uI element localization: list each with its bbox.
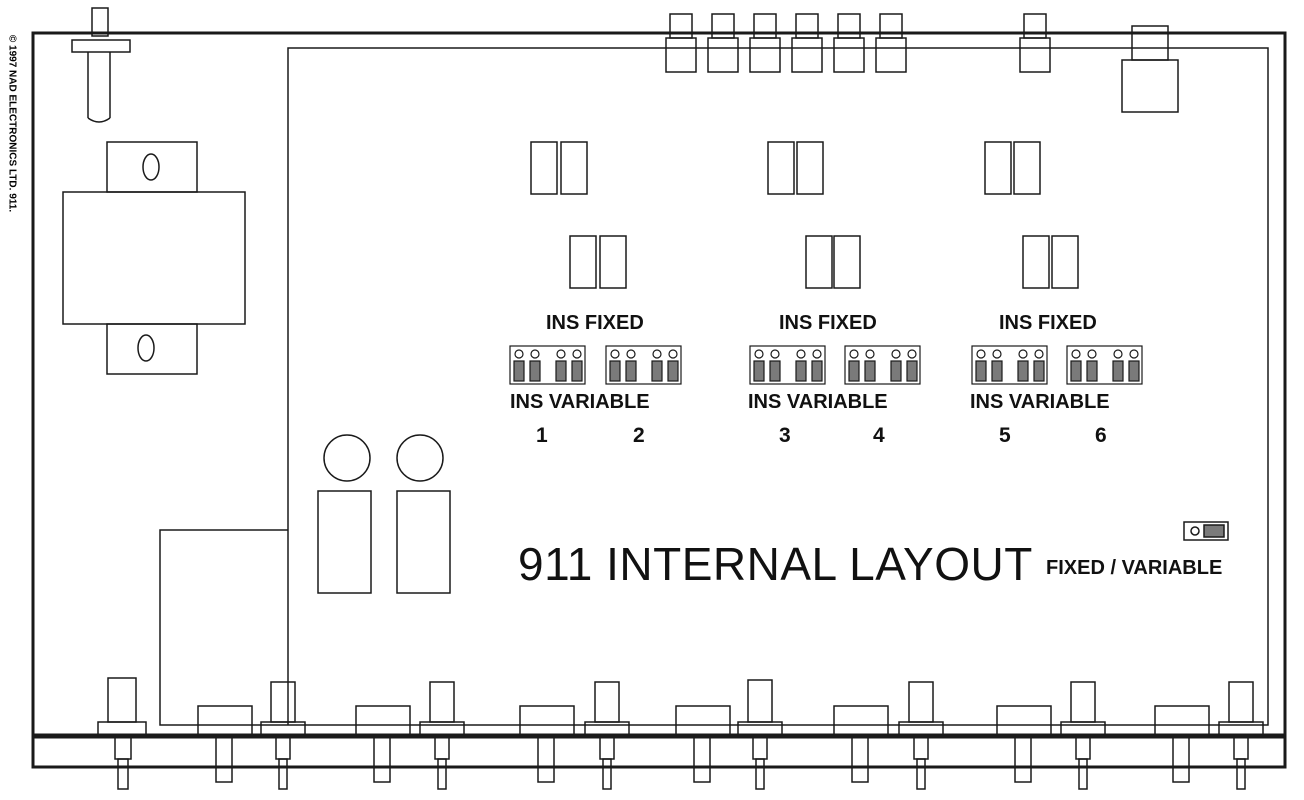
power-switch <box>97 677 147 790</box>
group-2-bottom-label: INS VARIABLE <box>748 391 888 413</box>
pcb-outline <box>159 47 1269 726</box>
group-1-top-label: INS FIXED <box>546 312 644 334</box>
transformer <box>62 141 246 375</box>
group-2-top-label: INS FIXED <box>779 312 877 334</box>
copyright-text: © 1997 NAD ELECTRONICS LTD. 911. <box>6 34 18 213</box>
relays <box>530 141 1079 289</box>
power-cord <box>71 7 131 123</box>
pot-2 <box>355 705 411 783</box>
jumper-block-6 <box>1066 345 1143 385</box>
jumper-block-2 <box>605 345 682 385</box>
group-3-top-label: INS FIXED <box>999 312 1097 334</box>
channel-6-number: 6 <box>1095 424 1107 447</box>
fixed-variable-switch <box>1183 521 1229 541</box>
channel-4-number: 4 <box>873 424 885 447</box>
jumper-block-1 <box>509 345 586 385</box>
group-1-bottom-label: INS VARIABLE <box>510 391 650 413</box>
pot-5 <box>833 705 889 783</box>
channel-1-number: 1 <box>536 424 548 447</box>
group-3-bottom-label: INS VARIABLE <box>970 391 1110 413</box>
front-panel <box>31 735 1287 769</box>
jumper-block-5 <box>971 345 1048 385</box>
channel-2-number: 2 <box>633 424 645 447</box>
pot-shaft-1 <box>260 681 306 790</box>
fuse-holder <box>1121 25 1179 113</box>
chassis-outline <box>31 31 1287 737</box>
capacitors <box>317 434 451 594</box>
pot-shaft-6 <box>1060 681 1106 790</box>
jumper-blocks <box>509 345 1143 385</box>
rear-jacks <box>665 13 1051 73</box>
jumper-block-3 <box>749 345 826 385</box>
channel-3-number: 3 <box>779 424 791 447</box>
pot-shaft-7 <box>1218 681 1264 790</box>
fixed-variable-label: FIXED / VARIABLE <box>1046 557 1223 579</box>
pot-3 <box>519 705 575 783</box>
pot-6 <box>996 705 1052 783</box>
front-controls <box>97 677 1264 790</box>
pot-7 <box>1154 705 1210 783</box>
pot-shaft-3 <box>584 681 630 790</box>
jumper-block-4 <box>844 345 921 385</box>
pot-shaft-2 <box>419 681 465 790</box>
pot-shaft-4 <box>737 679 783 790</box>
diagram-title: 911 INTERNAL LAYOUT <box>518 538 1033 590</box>
pot-4 <box>675 705 731 783</box>
pot-1 <box>197 705 253 783</box>
channel-5-number: 5 <box>999 424 1011 447</box>
pot-shaft-5 <box>898 681 944 790</box>
